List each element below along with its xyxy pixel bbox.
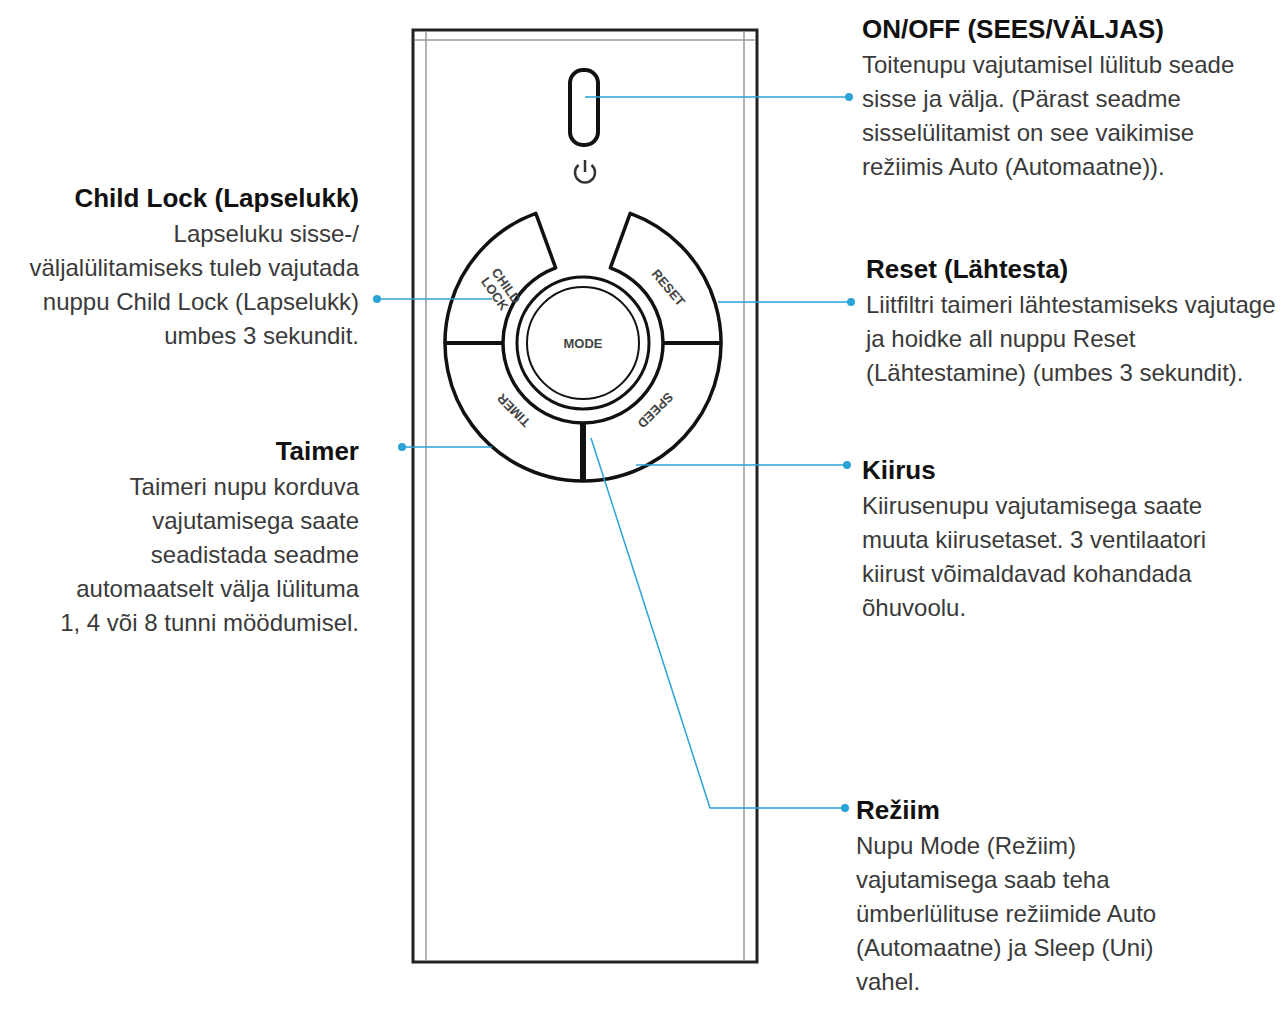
leader-dot — [847, 298, 855, 306]
leader-dot — [841, 804, 849, 812]
button-label: CHILD LOCK — [474, 261, 527, 320]
callout-text: Kiirusenupu vajutamisega saate muuta kii… — [862, 489, 1232, 625]
ring-divider — [445, 341, 503, 345]
ring-divider — [663, 341, 721, 345]
leader-dot — [398, 443, 406, 451]
leader-dot — [845, 93, 853, 101]
mode-ring — [517, 277, 649, 409]
leader-dot — [843, 461, 851, 469]
callout-text: Lapseluku sisse-/ väljalülitamiseks tule… — [7, 217, 359, 353]
callout-heading: Taimer — [50, 434, 359, 468]
callout-heading: ON/OFF (SEES/VÄLJAS) — [862, 12, 1277, 46]
remote-edge — [425, 32, 427, 960]
power-symbol — [584, 160, 587, 172]
leader-line — [585, 96, 849, 98]
leader-line — [377, 298, 492, 300]
button-label: TIMER — [488, 384, 540, 436]
mode-button — [527, 287, 639, 399]
remote-edge — [415, 39, 755, 41]
button-label: RESET — [643, 261, 692, 316]
ring-divider — [580, 423, 586, 481]
callout-heading: Child Lock (Lapselukk) — [7, 181, 359, 215]
callout-text: Taimeri nupu korduva vajutamisega saate … — [50, 470, 359, 640]
leader-line — [636, 464, 847, 466]
leader-line — [718, 301, 851, 303]
callout-text: Nupu Mode (Režiim) vajutamisega saab teh… — [856, 829, 1216, 999]
leader-line — [402, 446, 492, 448]
callout-heading: Režiim — [856, 793, 1216, 827]
callout-heading: Kiirus — [862, 453, 1232, 487]
leader-dots — [373, 93, 855, 812]
leader-line — [591, 438, 845, 808]
remote-body — [413, 30, 757, 962]
leader-lines — [377, 97, 851, 808]
button-ring — [445, 213, 721, 481]
button-label: MODE — [553, 337, 613, 351]
power-button — [570, 70, 598, 145]
button-label: SPEED — [629, 384, 681, 436]
callout-text: Liitfiltri taimeri lähtestamiseks vajuta… — [866, 288, 1276, 390]
callout-text: Toitenupu vajutamisel lülitub seade siss… — [862, 48, 1277, 184]
leader-dot — [373, 295, 381, 303]
ring-outline — [445, 213, 721, 481]
remote-edge — [743, 32, 745, 960]
callout-heading: Reset (Lähtesta) — [866, 252, 1276, 286]
